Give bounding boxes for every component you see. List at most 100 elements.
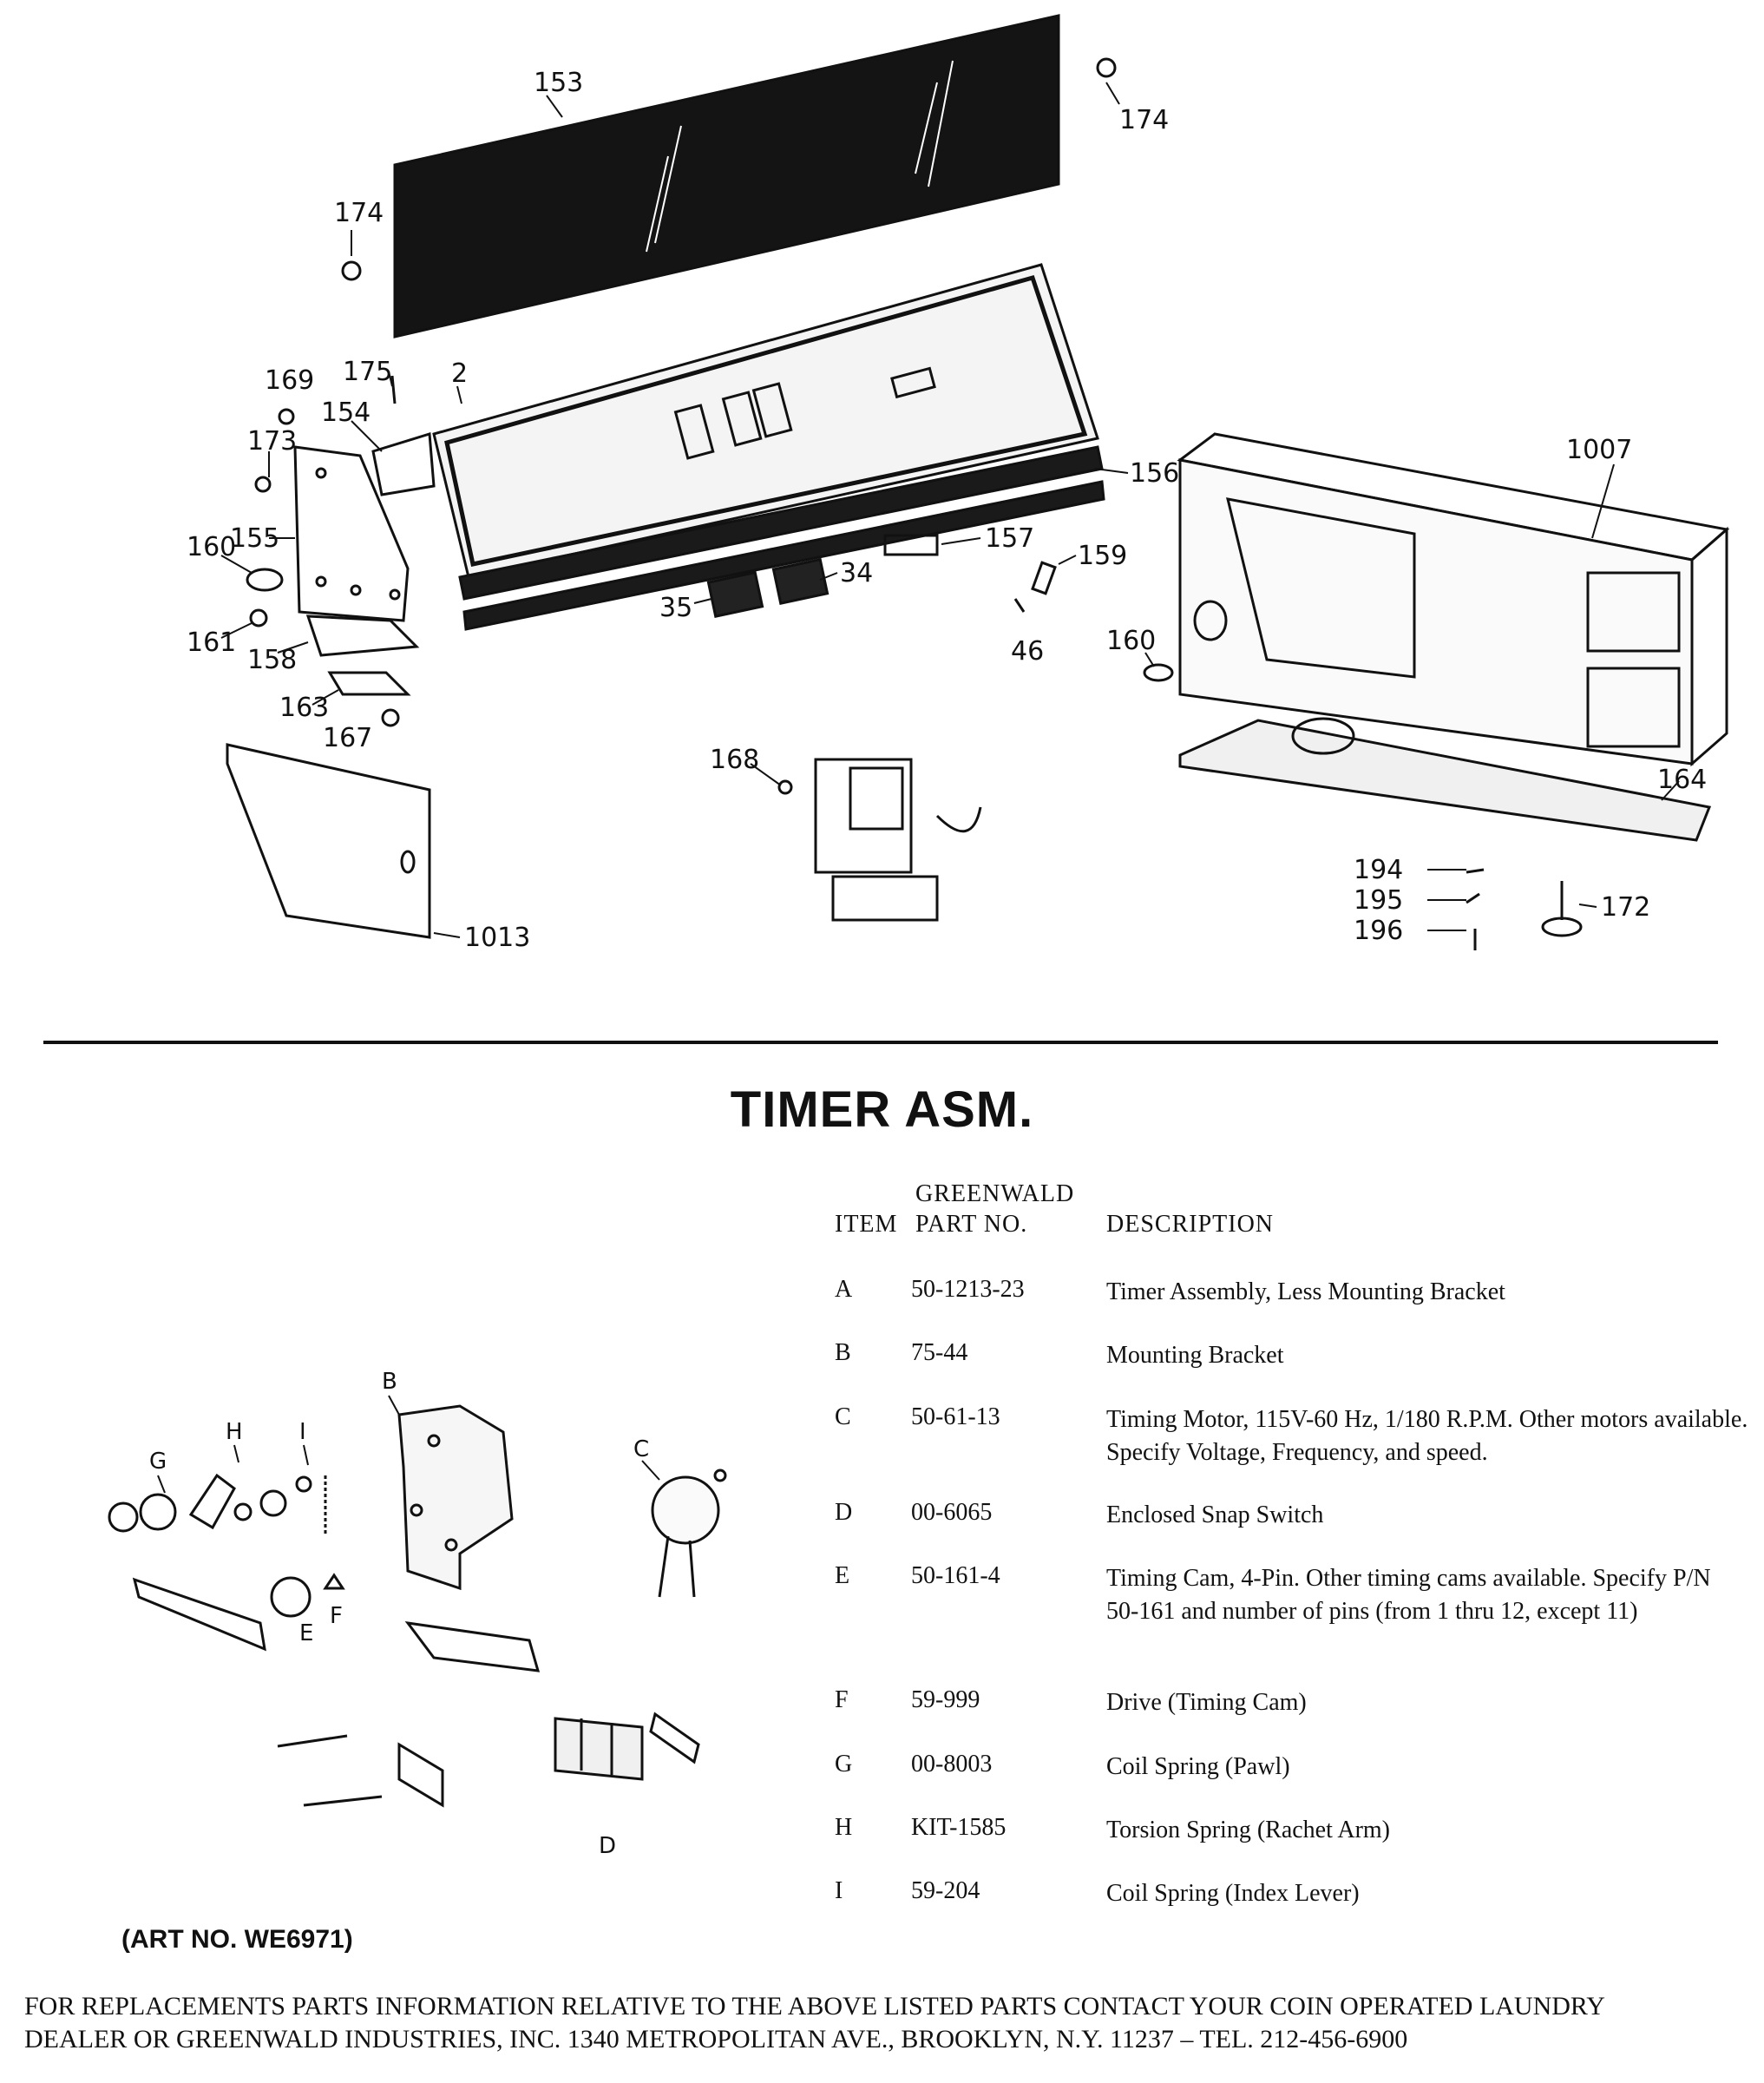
pawl	[188, 1473, 236, 1530]
cell-part: 59-204	[911, 1877, 980, 1904]
callout-1013: 1013	[464, 923, 530, 953]
callout-34: 34	[840, 558, 873, 588]
cell-part: 50-1213-23	[911, 1276, 1025, 1303]
section-title: TIMER ASM.	[730, 1081, 1034, 1138]
art-number: (ART NO. WE6971)	[121, 1925, 353, 1954]
glass-panel-153	[393, 14, 1060, 338]
cell-desc: Timer Assembly, Less Mounting Bracket	[1106, 1278, 1505, 1305]
callout-154: 154	[321, 398, 371, 428]
cell-part: 59-999	[911, 1686, 980, 1713]
cell-part: 50-161-4	[911, 1562, 1000, 1589]
timing-motor	[651, 1475, 720, 1545]
callout-168: 168	[710, 745, 759, 775]
screw-161	[249, 608, 268, 628]
cell-part: 75-44	[911, 1339, 968, 1366]
callout-158: 158	[247, 645, 297, 675]
cell-item: B	[835, 1339, 851, 1366]
screw-174-right	[1096, 57, 1117, 78]
timer-callout-I: I	[299, 1419, 306, 1445]
timer-callout-E: E	[299, 1620, 313, 1646]
callout-174: 174	[1119, 105, 1169, 135]
switch-34	[771, 557, 830, 605]
cell-item: C	[835, 1403, 851, 1430]
footer-contact: FOR REPLACEMENTS PARTS INFORMATION RELAT…	[24, 1990, 1751, 2056]
plug-169	[278, 408, 295, 425]
cell-desc: Mounting Bracket	[1106, 1342, 1284, 1369]
cell-item: A	[835, 1276, 853, 1303]
switch-35	[706, 570, 764, 618]
callout-2: 2	[451, 358, 468, 389]
timer-callout-B: B	[382, 1369, 397, 1395]
timing-cam	[270, 1576, 311, 1618]
cell-desc: Coil Spring (Index Lever)	[1106, 1880, 1360, 1907]
callout-169: 169	[265, 365, 314, 396]
callout-195: 195	[1354, 885, 1403, 916]
cabinet-1007	[1177, 432, 1730, 767]
cell-desc: Timing Motor, 115V-60 Hz, 1/180 R.P.M. O…	[1106, 1406, 1748, 1466]
callout-174: 174	[334, 198, 384, 228]
mounting-bracket	[397, 1404, 514, 1591]
callout-196: 196	[1354, 916, 1403, 946]
callout-175: 175	[343, 357, 392, 387]
exploded-parts-diagram: 153 174 174 169 175 2 154 173 156 1007 1…	[187, 14, 1730, 953]
callout-160: 160	[1106, 626, 1156, 656]
callout-159: 159	[1078, 541, 1127, 571]
timer-assembly-168	[777, 758, 982, 922]
cell-desc: Torsion Spring (Rachet Arm)	[1106, 1817, 1390, 1843]
callout-163: 163	[279, 693, 329, 723]
cell-item: D	[835, 1499, 853, 1526]
cell-item: H	[835, 1814, 853, 1841]
callout-160: 160	[187, 532, 236, 562]
footer-line-2: DEALER OR GREENWALD INDUSTRIES, INC. 134…	[24, 2025, 1408, 2053]
callout-173: 173	[247, 426, 297, 457]
callout-1007: 1007	[1566, 435, 1632, 465]
table-header-item: ITEM	[835, 1211, 898, 1238]
timer-callout-D: D	[599, 1833, 616, 1859]
gear	[108, 1501, 139, 1533]
callout-161: 161	[187, 628, 236, 658]
gasket-163	[327, 671, 411, 696]
snap-switch	[554, 1717, 644, 1781]
trim-strip-156	[458, 445, 1104, 601]
callout-172: 172	[1601, 892, 1650, 923]
callout-35: 35	[659, 593, 692, 623]
cell-desc: Coil Spring (Pawl)	[1106, 1753, 1290, 1780]
timer-callout-H: H	[226, 1419, 243, 1445]
cell-item: F	[835, 1686, 849, 1713]
screw-173	[254, 476, 272, 493]
callout-155: 155	[230, 523, 279, 554]
bracket-154	[371, 432, 436, 496]
callout-153: 153	[534, 68, 583, 98]
timer-callout-G: G	[149, 1449, 167, 1475]
latch-159	[1031, 561, 1057, 595]
table-header-greenwald: GREENWALD	[915, 1180, 1075, 1207]
knob-160-right	[1143, 663, 1174, 682]
callout-167: 167	[323, 723, 372, 753]
base-plate-164	[1178, 719, 1712, 842]
table-header-description: DESCRIPTION	[1106, 1211, 1275, 1238]
cell-part: 50-61-13	[911, 1403, 1000, 1430]
timer-assembly-diagram: B C G H I E F D	[108, 1369, 727, 1859]
callout-157: 157	[985, 523, 1034, 554]
cell-part: 00-6065	[911, 1499, 993, 1526]
callout-194: 194	[1354, 855, 1403, 885]
plate-158	[305, 614, 420, 657]
cell-desc: Drive (Timing Cam)	[1106, 1689, 1307, 1716]
screw-167	[381, 708, 400, 727]
gear	[139, 1493, 177, 1531]
access-door-1013	[226, 743, 431, 939]
switch-plate	[404, 1621, 541, 1672]
screw-174-left	[341, 260, 362, 281]
cell-item: I	[835, 1877, 843, 1904]
table-header-part: PART NO.	[915, 1211, 1028, 1238]
cell-desc: Enclosed Snap Switch	[1106, 1501, 1324, 1528]
cell-part: 00-8003	[911, 1751, 993, 1777]
callout-156: 156	[1130, 458, 1179, 489]
callout-46: 46	[1011, 636, 1044, 667]
timer-callout-C: C	[633, 1436, 649, 1462]
leveler-172	[1541, 881, 1583, 937]
side-plate-155	[293, 445, 410, 622]
cell-part: KIT-1585	[911, 1814, 1007, 1841]
section-divider	[43, 1041, 1718, 1044]
control-panel-2	[432, 263, 1099, 579]
